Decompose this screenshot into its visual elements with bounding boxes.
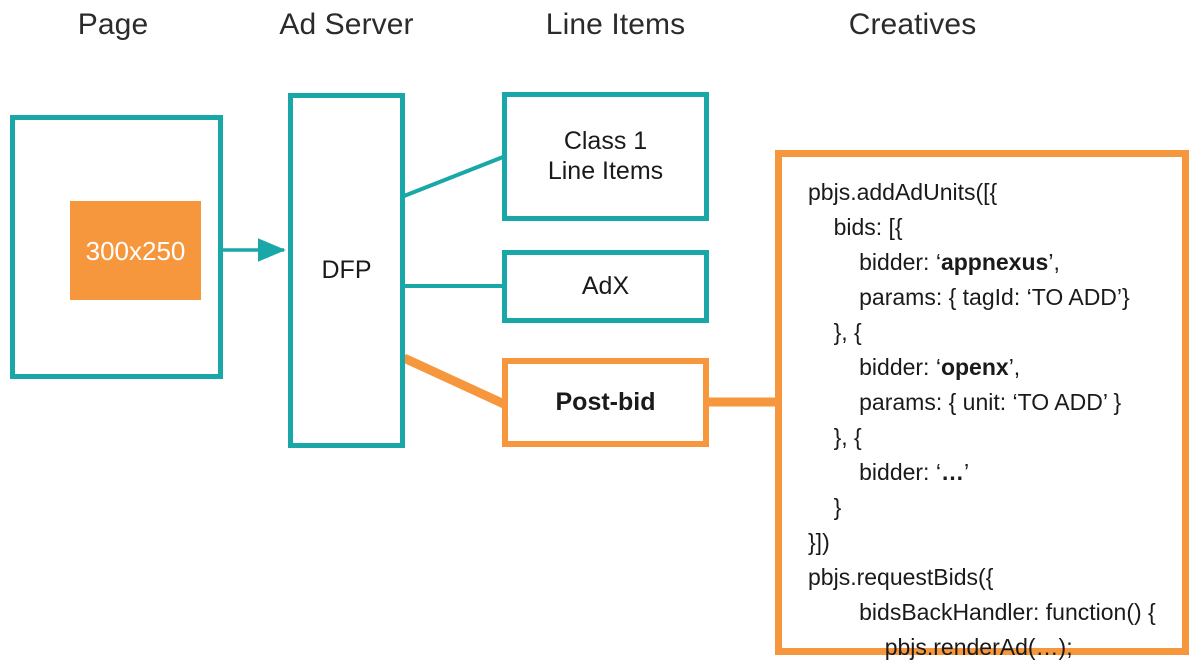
class1-line-items-box: Class 1 Line Items — [502, 92, 709, 221]
column-header-line-items: Line Items — [545, 8, 686, 41]
adx-box: AdX — [502, 250, 709, 323]
code-line: bidder: ‘…’ — [859, 459, 970, 485]
creative-300x250-block: 300x250 — [70, 201, 201, 300]
code-line: params: { unit: ‘TO ADD’ } — [859, 389, 1122, 415]
dfp-label: DFP — [321, 255, 372, 284]
connector-dfp-to-class1 — [403, 155, 504, 198]
code-line: bidder: ‘openx’, — [859, 354, 1021, 380]
connector-dfp-to-postbid — [402, 353, 506, 409]
code-line: } — [833, 494, 842, 520]
class1-line-items-label: Class 1 Line Items — [547, 127, 664, 185]
code-line: }, { — [833, 424, 862, 450]
column-header-page: Page — [77, 8, 149, 41]
creative-300x250-label: 300x250 — [85, 235, 186, 266]
code-line: pbjs.addAdUnits([{ — [808, 179, 998, 205]
column-header-creatives: Creatives — [848, 8, 977, 41]
code-line: bidsBackHandler: function() { — [859, 599, 1156, 625]
code-line: }]) — [808, 529, 830, 555]
post-bid-label: Post-bid — [555, 387, 656, 416]
code-line: pbjs.renderAd(…); — [884, 634, 1073, 660]
code-line: bids: [{ — [833, 214, 903, 240]
code-emphasis: openx — [940, 354, 1009, 380]
code-line: }, { — [833, 319, 862, 345]
adx-label: AdX — [581, 271, 630, 300]
code-line: pbjs.requestBids({ — [808, 564, 994, 590]
code-line: params: { tagId: ‘TO ADD’} — [859, 284, 1130, 310]
code-line: bidder: ‘appnexus’, — [859, 249, 1060, 275]
post-bid-box: Post-bid — [502, 358, 709, 447]
creatives-code-panel: pbjs.addAdUnits([{ bids: [{ bidder: ‘app… — [775, 150, 1189, 660]
code-emphasis: appnexus — [940, 249, 1049, 275]
code-emphasis: … — [940, 459, 964, 485]
column-header-ad-server: Ad Server — [279, 8, 414, 41]
prebid-code-snippet: pbjs.addAdUnits([{ bids: [{ bidder: ‘app… — [808, 175, 1176, 664]
dfp-box: DFP — [288, 93, 405, 448]
